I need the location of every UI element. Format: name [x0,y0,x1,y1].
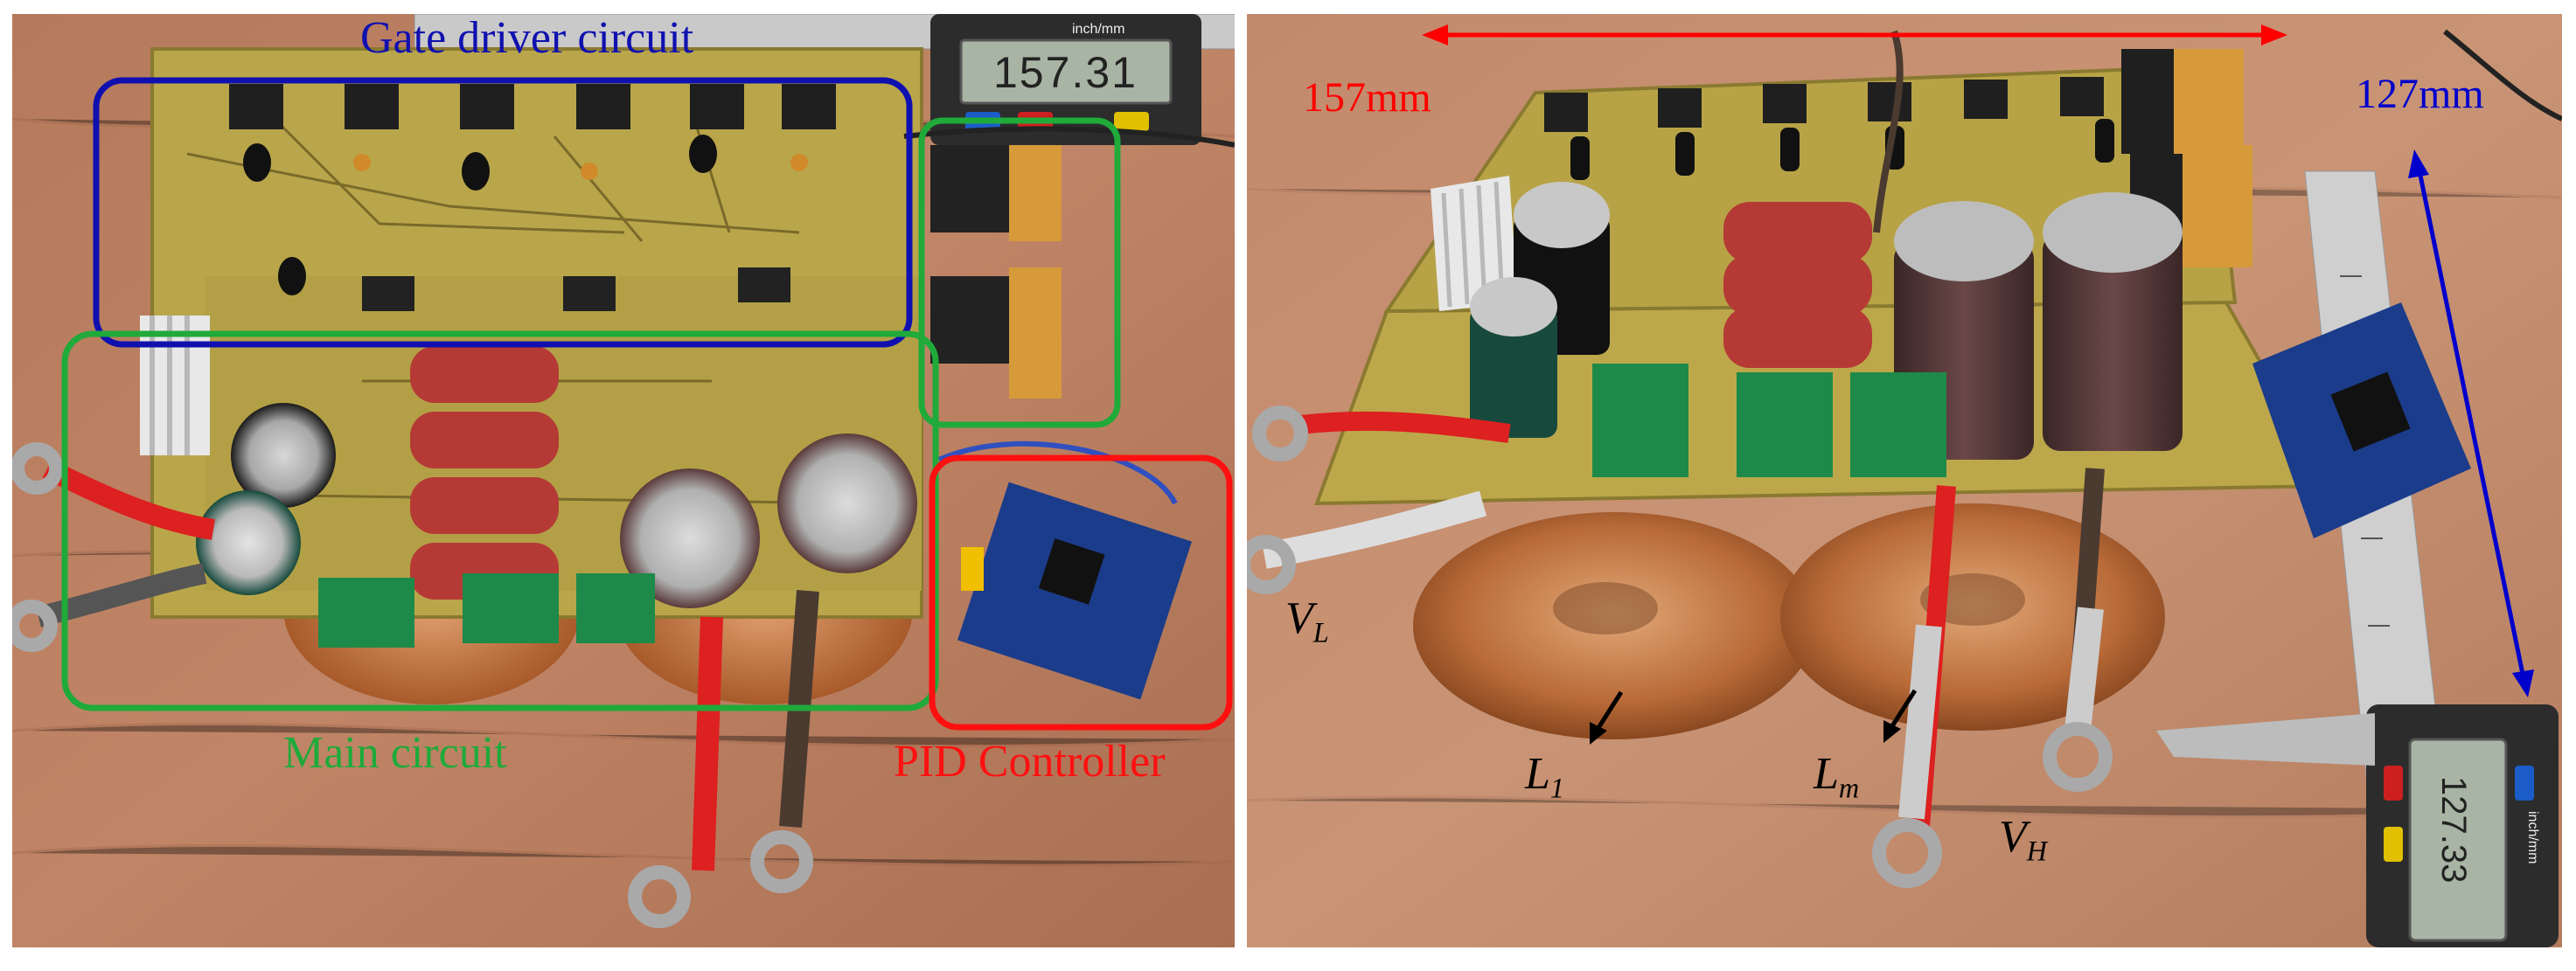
heatsinks-top-right [930,145,1062,399]
pid-controller-board [957,482,1192,700]
green-heatsinks [318,573,655,648]
depth-dimension-label: 127mm [2356,71,2484,117]
cables [1262,29,2562,828]
aluminium-heatsink [1431,176,1518,311]
lm-inductor-label: Lm [1814,749,1860,804]
green-heatsinks [1592,364,1946,477]
left-photo-illustration [12,14,1235,947]
orange-heatsinks [2165,49,2252,267]
main-circuit-label: Main circuit [283,728,507,778]
width-dimension-arrow [1422,24,2287,45]
caliper-unit-right: inch/mm [2525,811,2540,864]
driver-ics [362,267,790,311]
vh-terminal-label: VH [1999,812,2048,867]
caliper-readout-right: 127.33 [2434,776,2473,884]
lm-pointer-arrow [1888,689,1918,731]
mosfets [1544,77,2104,132]
left-photo-panel: 157.31 inch/mm Gate driver circuit Main … [12,14,1235,947]
bulk-capacitor [777,433,917,573]
vl-terminal-label: VL [1285,593,1329,648]
ceramic-capacitors [353,154,808,180]
aluminium-heatsink [140,316,210,455]
depth-dimension-arrow [2408,149,2534,697]
pid-controller-box [929,454,1233,731]
caliper-readout-left: 157.31 [993,48,1138,97]
electrolytic-capacitor [196,490,301,595]
caliper-unit-left: inch/mm [1072,22,1125,37]
caliper-lcd [959,38,1173,105]
ring-terminals [1247,406,2113,888]
caliper-lcd [2408,738,2508,942]
electrolytic-capacitor [231,403,336,508]
width-dimension-label: 157mm [1303,74,1431,121]
bulk-capacitor [2043,232,2183,451]
heatsink-box [918,117,1121,428]
l1-pointer-arrow [1594,690,1624,732]
mosfets [229,84,836,129]
gate-driver-label: Gate driver circuit [360,14,694,63]
small-capacitors [243,135,717,295]
right-photo-illustration [1247,14,2562,947]
main-circuit-box [61,330,939,711]
right-photo-panel: 127.33 inch/mm 157mm 127mm VL VH L1 Lm [1247,14,2562,947]
gate-driver-box [93,77,913,348]
film-capacitors [1723,202,1872,368]
l1-inductor-label: L1 [1525,749,1565,804]
pid-controller-label: PID Controller [894,737,1166,787]
ring-terminals [12,442,813,928]
electrolytic-capacitor [1470,307,1557,438]
